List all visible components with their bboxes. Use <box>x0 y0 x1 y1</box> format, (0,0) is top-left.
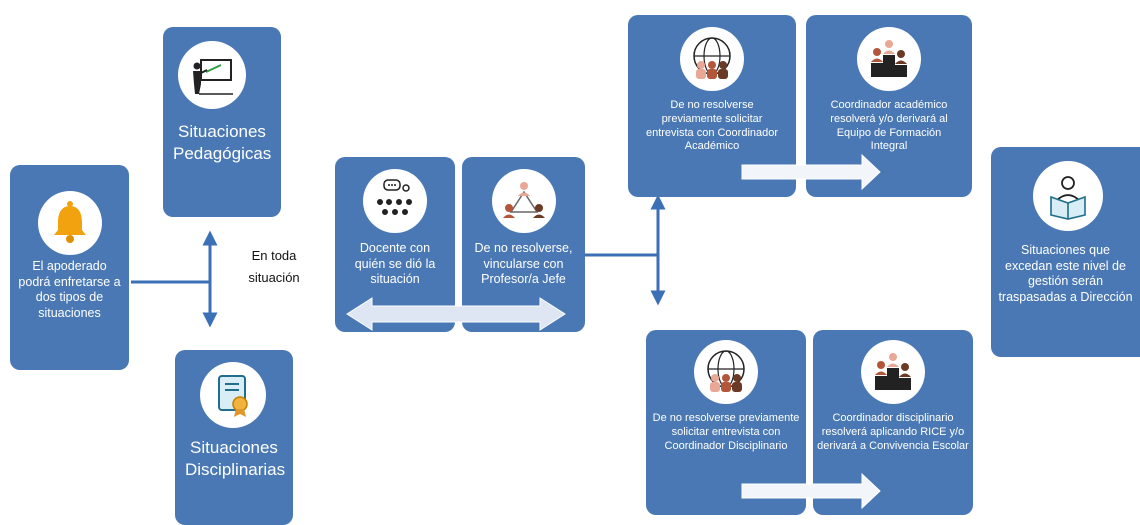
coordinador-disciplinario-text: Coordinador disciplinario resolverá apli… <box>817 412 969 452</box>
direccion-text: Situaciones que excedan este nivel de ge… <box>998 243 1133 304</box>
teacher-board-icon <box>178 41 246 109</box>
profesor-jefe-text: De no resolverse, vincularse con Profeso… <box>474 241 573 287</box>
pedagogicas-text: Situaciones Pedagógicas <box>173 122 272 164</box>
node-direccion: Situaciones que excedan este nivel de ge… <box>991 147 1140 357</box>
globe-people-icon <box>694 340 758 404</box>
entrevista-disciplinario-text: De no resolverse previamente solicitar e… <box>652 412 800 452</box>
docente-text: Docente con quién se dió la situación <box>354 241 436 287</box>
node-profesor-jefe: De no resolverse, vincularse con Profeso… <box>462 157 585 332</box>
node-coordinador-academico: Coordinador académico resolverá y/o deri… <box>806 15 972 197</box>
disciplinarias-text: Situaciones Disciplinarias <box>185 438 286 480</box>
node-coordinador-disciplinario: Coordinador disciplinario resolverá apli… <box>813 330 973 515</box>
node-entrevista-disciplinario: De no resolverse previamente solicitar e… <box>646 330 806 515</box>
globe-people-icon <box>680 27 744 91</box>
reader-icon <box>1033 161 1103 231</box>
bell-icon <box>38 191 102 255</box>
node-situaciones-pedagogicas: Situaciones Pedagógicas <box>163 27 281 217</box>
node-entrevista-academico: De no resolverse previamente solicitar e… <box>628 15 796 197</box>
node-situaciones-disciplinarias: Situaciones Disciplinarias <box>175 350 293 525</box>
podium-people-icon <box>861 340 925 404</box>
people-network-icon <box>492 169 556 233</box>
apoderado-text: El apoderado podrá enfretarse a dos tipo… <box>18 259 121 320</box>
coordinador-academico-text: Coordinador académico resolverá y/o deri… <box>830 99 948 153</box>
node-apoderado: El apoderado podrá enfretarse a dos tipo… <box>10 165 129 370</box>
node-docente: Docente con quién se dió la situación <box>335 157 455 332</box>
certificate-icon <box>200 362 266 428</box>
group-talk-icon <box>363 169 427 233</box>
label-en-toda-situacion: En toda situación <box>248 248 300 286</box>
podium-people-icon <box>857 27 921 91</box>
entrevista-academico-text: De no resolverse previamente solicitar e… <box>645 99 779 153</box>
